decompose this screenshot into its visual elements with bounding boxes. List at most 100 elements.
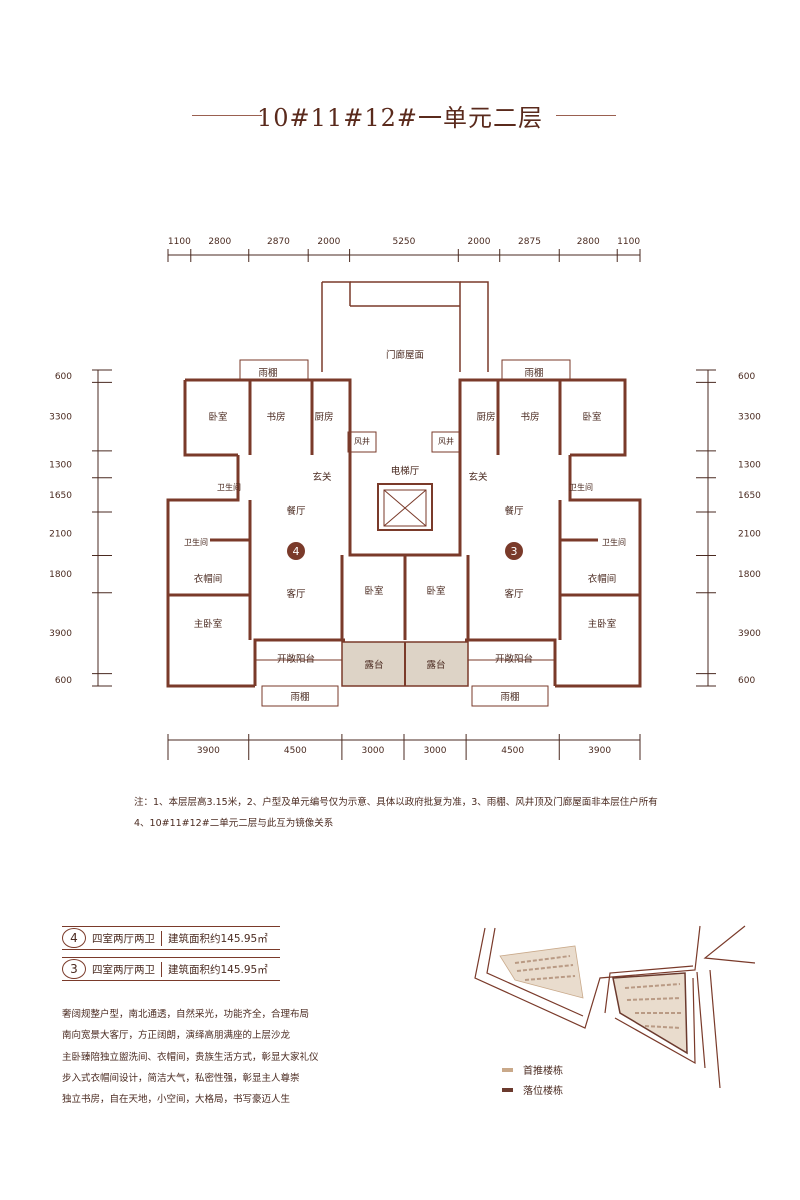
dimension-label: 1100 bbox=[617, 237, 640, 247]
room-labels: 门廊屋面 雨棚 雨棚 卧室 书房 厨房 厨房 书房 卧室 风井 风井 电梯厅 玄… bbox=[184, 349, 626, 703]
site-map bbox=[474, 925, 756, 1089]
room-zhuwoshi-w: 主卧室 bbox=[194, 618, 223, 630]
room-shufang-w: 书房 bbox=[266, 411, 285, 423]
dimension-labels: 1100 2800 2870 2000 5250 2000 2875 2800 1100 3900… bbox=[49, 237, 761, 756]
dimension-label: 2800 bbox=[208, 237, 231, 247]
room-xuanguan-w: 玄关 bbox=[312, 471, 332, 483]
room-fengjing-w: 风井 bbox=[354, 436, 370, 446]
room-woshi-sw: 卧室 bbox=[364, 585, 383, 597]
legend-swatch bbox=[502, 1087, 513, 1092]
dimension-label: 1800 bbox=[738, 570, 761, 580]
unit-3-marker bbox=[505, 542, 523, 560]
dimension-label: 2000 bbox=[317, 237, 340, 247]
dimension-label: 2870 bbox=[267, 237, 290, 247]
dimension-label: 2000 bbox=[468, 237, 491, 247]
unit-4-marker bbox=[287, 542, 305, 560]
dimension-label: 600 bbox=[738, 676, 755, 686]
dimension-label: 4500 bbox=[284, 746, 307, 756]
plan-details bbox=[239, 359, 571, 707]
description-line: 奢阔规整户型，南北通透，自然采光，功能齐全，合理布局 bbox=[62, 1009, 310, 1020]
note-line-1: 注：1、本层层高3.15米，2、户型及单元编号仅为示意、具体以政府批复为准，3、… bbox=[134, 797, 658, 808]
dimension-ticks bbox=[92, 249, 716, 760]
room-dianti: 电梯厅 bbox=[391, 465, 420, 477]
room-lutai-e: 露台 bbox=[426, 659, 445, 671]
dimension-label: 2800 bbox=[577, 237, 600, 247]
room-zhuwoshi-e: 主卧室 bbox=[588, 618, 617, 630]
legend-located: 落位楼栋 bbox=[502, 1082, 563, 1097]
room-kaichang-e: 开敞阳台 bbox=[495, 653, 533, 665]
description-line: 主卧臻陪独立盥洗间、衣帽间，贵族生活方式，彰显大家礼仪 bbox=[62, 1051, 319, 1063]
dimension-label: 3000 bbox=[424, 746, 447, 756]
unit-area: 建筑面积约145.95㎡ bbox=[168, 932, 268, 945]
legend-swatch bbox=[502, 1067, 513, 1072]
room-chufang-w: 厨房 bbox=[314, 411, 333, 423]
dimension-label: 1300 bbox=[49, 460, 72, 470]
dimension-label: 2100 bbox=[738, 530, 761, 540]
room-yupeng-nw: 雨棚 bbox=[258, 367, 277, 379]
dimension-label: 1650 bbox=[49, 491, 72, 501]
floor-plan: 1100 2800 2870 2000 5250 2000 2875 2800 1100 3900… bbox=[49, 237, 761, 760]
dimension-label: 1650 bbox=[738, 491, 761, 501]
room-lutai-w: 露台 bbox=[364, 659, 383, 671]
room-shufang-e: 书房 bbox=[520, 411, 539, 423]
unit-row-3: 3 四室两厅两卫 建筑面积约145.95㎡ bbox=[62, 957, 280, 981]
room-xuanguan-e: 玄关 bbox=[468, 471, 488, 483]
description-line: 南向宽景大客厅，方正阔朗，演绎高朋满座的上层沙龙 bbox=[62, 1030, 291, 1042]
dimension-label: 600 bbox=[55, 676, 72, 686]
dimension-label: 3900 bbox=[49, 629, 72, 639]
unit-4-label: 4 bbox=[293, 545, 300, 558]
room-fengjing-e: 风井 bbox=[438, 436, 454, 446]
room-weisheng-e2: 卫生间 bbox=[602, 537, 626, 547]
room-kaichang-w: 开敞阳台 bbox=[277, 653, 315, 665]
room-woshi-nw: 卧室 bbox=[208, 411, 227, 423]
legend-label: 落位楼栋 bbox=[523, 1086, 563, 1097]
plan-walls bbox=[166, 281, 642, 688]
dimension-label: 3300 bbox=[738, 413, 761, 423]
room-keting-w: 客厅 bbox=[286, 588, 306, 600]
dimension-label: 3300 bbox=[49, 413, 72, 423]
page-title: 10#11#12#一单元二层 bbox=[257, 104, 543, 132]
dimension-label: 1300 bbox=[738, 460, 761, 470]
dimension-label: 5250 bbox=[392, 237, 415, 247]
dimension-label: 3000 bbox=[361, 746, 384, 756]
description-line: 步入式衣帽间设计，简洁大气，私密性强，彰显主人尊崇 bbox=[62, 1072, 300, 1084]
dimension-label: 3900 bbox=[738, 629, 761, 639]
dimension-label: 600 bbox=[55, 372, 72, 382]
room-chufang-e: 厨房 bbox=[476, 411, 495, 423]
title-rule-right bbox=[556, 115, 616, 116]
unit-row-4: 4 四室两厅两卫 建筑面积约145.95㎡ bbox=[62, 926, 280, 950]
room-canting-e: 餐厅 bbox=[504, 505, 524, 517]
room-yupeng-ne: 雨棚 bbox=[524, 367, 543, 379]
dimension-label: 3900 bbox=[197, 746, 220, 756]
description: 奢阔规整户型，南北通透，自然采光，功能齐全，合理布局 南向宽景大客厅，方正阔朗，… bbox=[62, 1004, 319, 1110]
room-weisheng-w1: 卫生间 bbox=[217, 482, 241, 492]
room-yupeng-se: 雨棚 bbox=[500, 691, 519, 703]
unit-number-badge: 3 bbox=[62, 959, 86, 979]
room-yimaojian-w: 衣帽间 bbox=[194, 573, 223, 585]
room-woshi-se: 卧室 bbox=[426, 585, 445, 597]
dimension-label: 4500 bbox=[501, 746, 524, 756]
dimension-label: 2100 bbox=[49, 530, 72, 540]
description-line: 独立书房，自在天地，小空间，大格局，书写豪迈人生 bbox=[62, 1094, 291, 1106]
notes: 注：1、本层层高3.15米，2、户型及单元编号仅为示意、具体以政府批复为准，3、… bbox=[134, 792, 658, 834]
room-keting-e: 客厅 bbox=[504, 588, 524, 600]
dimension-label: 1800 bbox=[49, 570, 72, 580]
dimension-label: 600 bbox=[738, 372, 755, 382]
room-woshi-ne: 卧室 bbox=[582, 411, 601, 423]
note-line-2: 4、10#11#12#二单元二层与此互为镜像关系 bbox=[134, 818, 334, 829]
room-yimaojian-e: 衣帽间 bbox=[588, 573, 617, 585]
dimension-label: 2875 bbox=[518, 237, 541, 247]
room-yupeng-sw: 雨棚 bbox=[290, 691, 309, 703]
legend-first-push: 首推楼栋 bbox=[502, 1062, 563, 1077]
room-weisheng-w2: 卫生间 bbox=[184, 537, 208, 547]
title-rule-left bbox=[192, 115, 262, 116]
dimension-label: 1100 bbox=[168, 237, 191, 247]
unit-number-badge: 4 bbox=[62, 928, 86, 948]
room-canting-w: 餐厅 bbox=[286, 505, 306, 517]
room-weisheng-e1: 卫生间 bbox=[569, 482, 593, 492]
legend-label: 首推楼栋 bbox=[523, 1066, 563, 1077]
unit-type: 四室两厅两卫 bbox=[92, 961, 162, 977]
dimension-label: 3900 bbox=[588, 746, 611, 756]
unit-area: 建筑面积约145.95㎡ bbox=[168, 963, 268, 976]
unit-type: 四室两厅两卫 bbox=[92, 930, 162, 946]
